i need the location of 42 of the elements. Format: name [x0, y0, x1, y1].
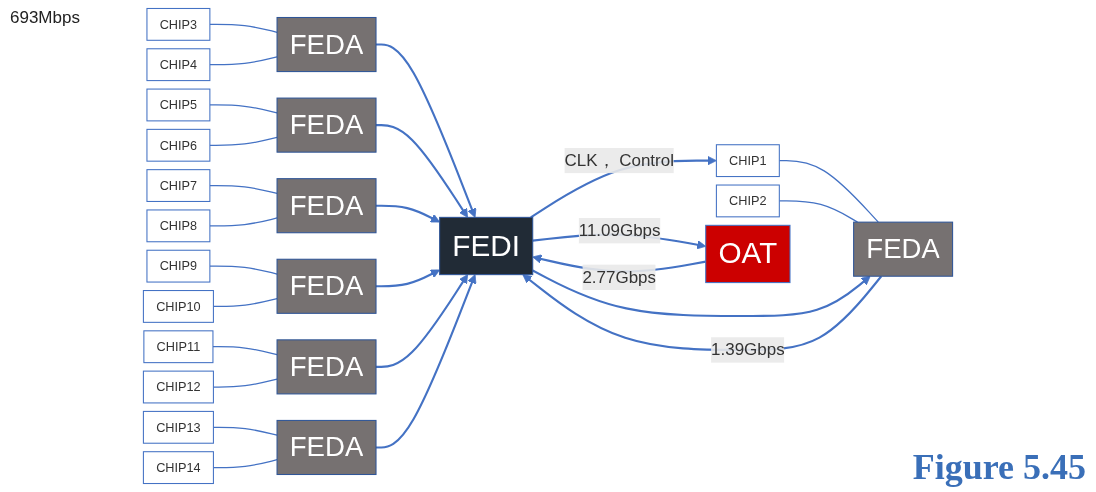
data-rate-label: 693Mbps [10, 8, 80, 28]
connector [209, 184, 278, 195]
node-box: CHIP10 [142, 290, 214, 323]
node-box: OAT [705, 224, 791, 284]
node-box: CHIP7 [146, 169, 211, 202]
figure-caption: Figure 5.45 [912, 446, 1086, 488]
edge-label: CLK， Control [564, 151, 674, 170]
node-box: CHIP3 [146, 7, 211, 41]
node-box: FEDA [276, 419, 377, 476]
arrow [376, 124, 469, 218]
node-box: CHIP12 [142, 370, 214, 404]
connector [209, 104, 278, 114]
edge-label: 11.09Gbps [578, 221, 661, 240]
node-box: CHIP1 [715, 144, 780, 178]
connector [209, 217, 278, 227]
connector [209, 265, 278, 275]
node-box: FEDA [276, 258, 377, 314]
node-box: FEDA [276, 339, 377, 395]
node-box: FEDA [276, 97, 377, 153]
node-box: CHIP4 [146, 48, 211, 82]
node-box: CHIP11 [143, 330, 214, 364]
node-box: CHIP2 [715, 184, 780, 218]
node-box: CHIP13 [142, 410, 214, 444]
arrow [376, 43, 477, 218]
arrow [376, 274, 469, 368]
node-box: FEDA [276, 16, 377, 73]
node-box: CHIP6 [146, 128, 211, 162]
node-box: CHIP14 [142, 451, 214, 485]
node-box: CHIP5 [146, 88, 211, 122]
arrow [532, 269, 871, 318]
connector [209, 56, 278, 66]
node-box: FEDA [276, 178, 377, 234]
edge-label: 1.39Gbps [711, 340, 785, 359]
connector [212, 346, 278, 356]
node-box: FEDI [439, 216, 534, 276]
node-box: CHIP9 [146, 249, 211, 283]
edge-label: 2.77Gbps [582, 267, 657, 286]
node-box: CHIP8 [146, 209, 211, 243]
connector [209, 136, 278, 146]
node-box: FEDA [853, 221, 954, 277]
arrow [376, 274, 477, 449]
connector [209, 23, 278, 33]
